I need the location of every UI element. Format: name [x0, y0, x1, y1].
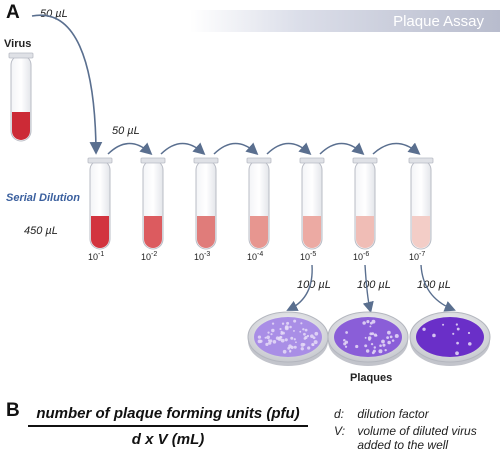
dilution-base-7: 10	[409, 252, 420, 262]
dilution-exponent-7: -7	[419, 251, 426, 258]
dilution-exponent-2: -2	[151, 251, 158, 258]
tube-liquid-5	[303, 216, 321, 248]
serial-transfer-arrow-3	[213, 142, 259, 155]
panel-b-label: B	[6, 400, 20, 421]
dilution-exponent-1: -1	[98, 251, 105, 258]
tube-liquid-2	[144, 216, 162, 248]
dilution-label-5: 10-5	[300, 251, 316, 262]
dilution-base-4: 10	[247, 252, 258, 262]
top-transfer-volume: 50 µL	[40, 8, 68, 20]
dilution-tube-2	[140, 157, 166, 250]
serial-transfer-arrow-5	[319, 142, 365, 155]
plating-volume-3: 100 µL	[417, 279, 451, 291]
dilution-label-1: 10-1	[88, 251, 104, 262]
panel-a-label: A	[6, 2, 20, 23]
plaque-plate-2	[327, 311, 409, 366]
plating-volume-1: 100 µL	[297, 279, 331, 291]
pfu-formula: number of plaque forming units (pfu) d x…	[28, 405, 308, 448]
tube-liquid-7	[412, 216, 430, 248]
formula-denominator: d x V (mL)	[131, 431, 205, 448]
plate-agar-2	[334, 317, 402, 357]
serial-transfer-arrow-4	[266, 142, 312, 155]
legend-v-symbol: V:	[334, 424, 346, 438]
formula-numerator: number of plaque forming units (pfu)	[36, 405, 300, 422]
page-title: Plaque Assay	[393, 13, 484, 30]
plaque-plate-1	[247, 311, 329, 366]
plating-arrow-2	[362, 264, 374, 314]
plate-agar-3	[416, 317, 484, 357]
legend-d-symbol: d:	[334, 407, 345, 421]
dilution-tube-1	[87, 157, 113, 250]
dilution-base-2: 10	[141, 252, 152, 262]
dilution-tube-4	[246, 157, 272, 250]
dilution-exponent-3: -3	[204, 251, 211, 258]
plaques-label: Plaques	[350, 372, 393, 384]
dilution-base-1: 10	[88, 252, 99, 262]
plating-volume-2: 100 µL	[357, 279, 391, 291]
legend-d: d: dilution factor	[334, 407, 429, 421]
tube-liquid-4	[250, 216, 268, 248]
dilution-label-7: 10-7	[409, 251, 425, 262]
legend-v: V: volume of diluted virus added to the …	[334, 424, 500, 452]
fraction-bar	[28, 425, 308, 427]
serial-transfer-arrow-1	[107, 142, 153, 155]
dilution-base-6: 10	[353, 252, 364, 262]
dilution-base-3: 10	[194, 252, 205, 262]
dilution-tube-3	[193, 157, 219, 250]
virus-tube	[8, 52, 34, 142]
plaque-plate-3	[409, 311, 491, 366]
dilution-label-3: 10-3	[194, 251, 210, 262]
dilution-label-4: 10-4	[247, 251, 263, 262]
serial-transfer-arrow-2	[160, 142, 206, 155]
plating-arrow-3	[420, 264, 456, 312]
diluent-volume-label: 450 µL	[24, 225, 58, 237]
virus-label: Virus	[4, 38, 32, 50]
tube-liquid-1	[91, 216, 109, 248]
dilution-exponent-5: -5	[310, 251, 317, 258]
legend-v-text: volume of diluted virus added to the wel…	[357, 424, 477, 452]
tube-liquid-6	[356, 216, 374, 248]
title-banner: Plaque Assay	[190, 10, 500, 32]
dilution-label-2: 10-2	[141, 251, 157, 262]
dilution-tube-6	[352, 157, 378, 250]
plating-arrow-1	[286, 264, 313, 311]
dilution-base-5: 10	[300, 252, 311, 262]
tube-liquid-3	[197, 216, 215, 248]
series-transfer-volume: 50 µL	[112, 125, 140, 137]
dilution-exponent-6: -6	[363, 251, 370, 258]
virus-transfer-arrow	[31, 14, 103, 155]
serial-dilution-label: Serial Dilution	[6, 192, 80, 204]
legend-d-text: dilution factor	[357, 407, 429, 421]
dilution-exponent-4: -4	[257, 251, 264, 258]
dilution-tube-7	[408, 157, 434, 250]
dilution-label-6: 10-6	[353, 251, 369, 262]
plate-agar-1	[254, 317, 322, 357]
dilution-tube-5	[299, 157, 325, 250]
serial-transfer-arrow-6	[372, 142, 421, 155]
